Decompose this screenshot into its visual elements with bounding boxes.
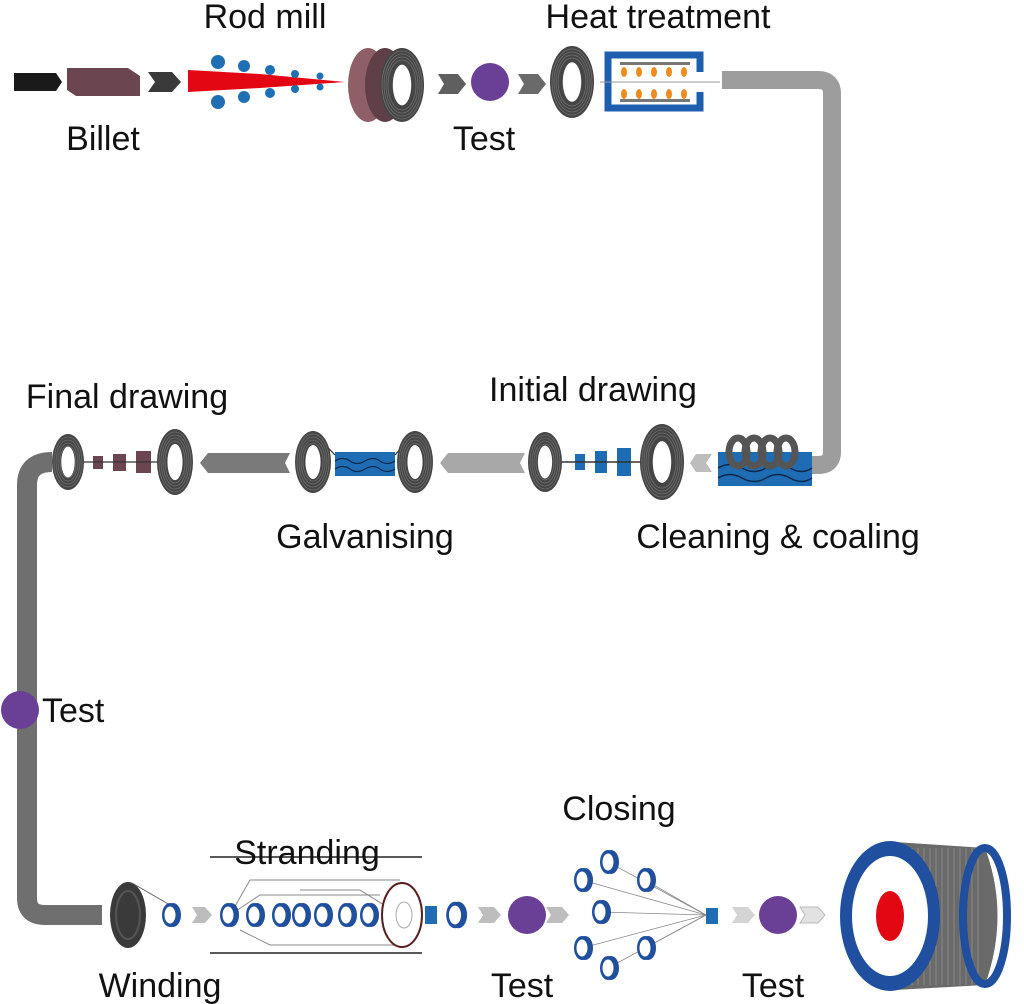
bobbin-icon <box>246 903 265 927</box>
flame-icon <box>621 67 627 77</box>
flame-icon <box>681 67 687 77</box>
label-stranding: Stranding <box>234 834 380 872</box>
flame-icon <box>651 89 657 99</box>
coil-icon <box>380 48 424 122</box>
label-closing: Closing <box>562 790 675 828</box>
flame-icon <box>636 89 642 99</box>
bobbin-icon <box>592 900 611 924</box>
chevron-icon <box>799 906 826 924</box>
chevron-icon <box>478 907 501 923</box>
coil-icon <box>52 434 84 490</box>
label-test-bottom-1: Test <box>491 967 554 1004</box>
flame-icon <box>666 89 672 99</box>
flame-icon <box>666 67 672 77</box>
chevron-icon <box>518 74 546 94</box>
bobbin-icon <box>360 903 379 927</box>
label-heat-treatment: Heat treatment <box>546 0 771 36</box>
closing-strand-lines <box>581 861 707 969</box>
test-icon <box>1 691 39 729</box>
arrow-left <box>200 453 290 473</box>
conveyor-pipe-right <box>722 71 841 474</box>
bobbin-icon <box>338 903 357 927</box>
flame-icon <box>621 89 627 99</box>
bobbin-icon <box>314 903 333 927</box>
roller-icons <box>211 55 324 109</box>
label-galvanising: Galvanising <box>276 518 454 556</box>
bobbin-icon <box>162 903 181 927</box>
label-final-drawing: Final drawing <box>26 378 228 416</box>
chevron-icon <box>546 907 569 923</box>
stranding-machine-icon <box>210 856 423 954</box>
bobbin-icon <box>574 936 593 960</box>
bobbin-icon <box>220 903 239 927</box>
label-winding: Winding <box>99 967 222 1004</box>
pipe-chevron-end <box>722 71 740 89</box>
chevron-icon <box>438 74 466 94</box>
input-arrow <box>14 73 62 91</box>
flame-icon <box>651 67 657 77</box>
bobbin-icon <box>637 936 656 960</box>
bobbin-icon <box>292 903 311 927</box>
coil-icon <box>157 429 193 495</box>
bobbin-icon <box>600 956 619 980</box>
heat-treatment-furnace-icon <box>600 51 720 112</box>
label-rod-mill: Rod mill <box>204 0 327 36</box>
label-cleaning-coaling: Cleaning & coaling <box>636 518 920 556</box>
coil-icon <box>397 431 433 493</box>
rod-mill-rod <box>188 70 345 92</box>
winding-coil-icon <box>110 882 171 948</box>
galvanising-bath-icon <box>312 431 416 476</box>
test-icon <box>759 896 797 934</box>
flame-icon <box>681 89 687 99</box>
coil-icon <box>528 432 562 492</box>
bobbin-icon <box>272 903 291 927</box>
coil-icon <box>640 424 684 500</box>
finished-rope-reel-icon <box>840 841 1011 991</box>
coil-icon <box>295 431 331 493</box>
coil-icon <box>550 46 594 118</box>
label-test-left: Test <box>42 692 105 730</box>
bobbin-icon <box>574 868 593 892</box>
bobbin-icon <box>637 868 656 892</box>
conveyor-pipe-left <box>16 452 102 925</box>
die-block-icon <box>706 908 718 924</box>
test-icon <box>508 896 546 934</box>
label-test-top: Test <box>453 120 516 158</box>
chevron-icon <box>192 907 212 923</box>
die-block-icon <box>425 906 437 924</box>
label-billet: Billet <box>66 120 140 158</box>
bobbin-icon <box>446 901 468 929</box>
chevron-icon <box>690 454 712 472</box>
label-initial-drawing: Initial drawing <box>489 371 697 409</box>
billet-icon <box>67 68 140 96</box>
arrow-left <box>440 453 525 473</box>
chevron-icon <box>732 907 755 923</box>
bobbin-icon <box>600 850 619 874</box>
flame-icon <box>636 67 642 77</box>
cleaning-bath-icon <box>717 434 813 486</box>
label-test-bottom-2: Test <box>742 967 805 1004</box>
test-icon <box>471 63 509 101</box>
chevron-icon <box>148 72 181 92</box>
